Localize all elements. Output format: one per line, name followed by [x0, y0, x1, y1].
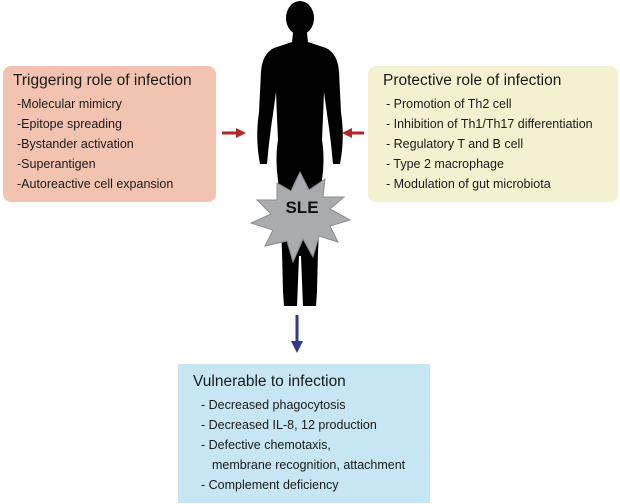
- list-item: -Bystander activation: [17, 137, 134, 151]
- protective-role-title: Protective role of infection: [383, 72, 562, 89]
- list-item: - Complement deficiency: [201, 478, 339, 492]
- triggering-role-title: Triggering role of infection: [13, 72, 192, 89]
- sle-label: SLE: [285, 198, 319, 217]
- list-item: - Decreased phagocytosis: [201, 398, 346, 412]
- list-item-continuation: membrane recognition, attachment: [212, 458, 406, 472]
- list-item: -Epitope spreading: [17, 117, 122, 131]
- list-item: - Inhibition of Th1/Th17 differentiation: [386, 117, 593, 131]
- right-arrow: [342, 128, 364, 138]
- protective-role-box: Protective role of infection - Promotion…: [368, 66, 618, 202]
- triggering-role-box: Triggering role of infection -Molecular …: [3, 66, 216, 202]
- sle-starburst: [249, 170, 352, 264]
- list-item: - Regulatory T and B cell: [386, 137, 524, 151]
- left-arrow: [222, 128, 246, 138]
- list-item: - Promotion of Th2 cell: [386, 97, 512, 111]
- list-item: - Decreased IL-8, 12 production: [201, 418, 377, 432]
- vulnerable-title: Vulnerable to infection: [193, 373, 346, 390]
- protective-role-list: - Promotion of Th2 cell - Inhibition of …: [383, 94, 618, 194]
- list-item: -Autoreactive cell expansion: [17, 177, 174, 191]
- triggering-role-list: -Molecular mimicry -Epitope spreading -B…: [13, 94, 216, 194]
- list-item: -Molecular mimicry: [17, 97, 122, 111]
- list-item: -Superantigen: [17, 157, 96, 171]
- down-arrow: [291, 315, 303, 353]
- list-item: - Modulation of gut microbiota: [386, 177, 551, 191]
- list-item: - Defective chemotaxis,: [201, 438, 331, 452]
- list-item: - Type 2 macrophage: [386, 157, 504, 171]
- vulnerable-list: - Decreased phagocytosis - Decreased IL-…: [193, 395, 430, 495]
- human-silhouette: [257, 1, 343, 306]
- vulnerable-box: Vulnerable to infection - Decreased phag…: [178, 364, 430, 503]
